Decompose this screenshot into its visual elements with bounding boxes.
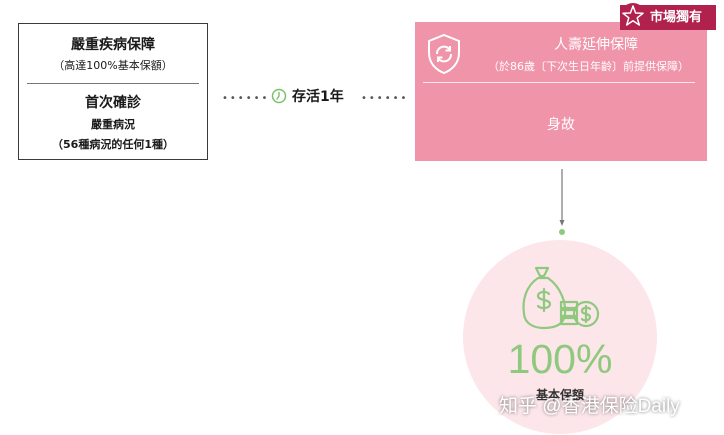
divider [423, 82, 695, 83]
divider [27, 83, 199, 84]
survive-label: 存活1年 [292, 89, 344, 105]
life-extension-box: 人壽延伸保障 （於86歲〔下次生日年齡〕前提供保障） 身故 [415, 22, 707, 161]
critical-illness-box: 嚴重疾病保障 （高達100%基本保額） 首次確診 嚴重病況 （56種病況的任何1… [18, 23, 208, 160]
severe-condition-label: 嚴重病況 [91, 118, 135, 131]
clock-icon [271, 88, 287, 104]
star-icon [620, 3, 646, 29]
life-extension-title: 人壽延伸保障 [554, 37, 638, 53]
critical-illness-subtitle: （高達100%基本保額） [53, 59, 173, 72]
badge-label: 市場獨有 [650, 10, 703, 25]
down-arrow [559, 169, 565, 235]
percent-value: 100% [507, 336, 613, 382]
basic-sum-label: 基本保額 [535, 388, 584, 402]
death-label: 身故 [547, 117, 575, 133]
critical-illness-title: 嚴重疾病保障 [71, 37, 155, 53]
conditions-count-label: （56種病況的任何1種） [52, 138, 174, 151]
dotted-connector-right: •••••• [361, 93, 409, 104]
benefit-circle [463, 240, 657, 434]
life-extension-subtitle: （於86歲〔下次生日年齡〕前提供保障） [488, 60, 689, 73]
dotted-connector-left: •••••• [222, 93, 270, 104]
money-bag-icon [522, 266, 600, 330]
watermark: 知乎 @香港保险Daily [499, 396, 680, 417]
first-diagnosis-title: 首次確診 [85, 95, 141, 111]
survive-connector: 存活1年 [271, 86, 344, 106]
shield-icon [428, 33, 460, 75]
